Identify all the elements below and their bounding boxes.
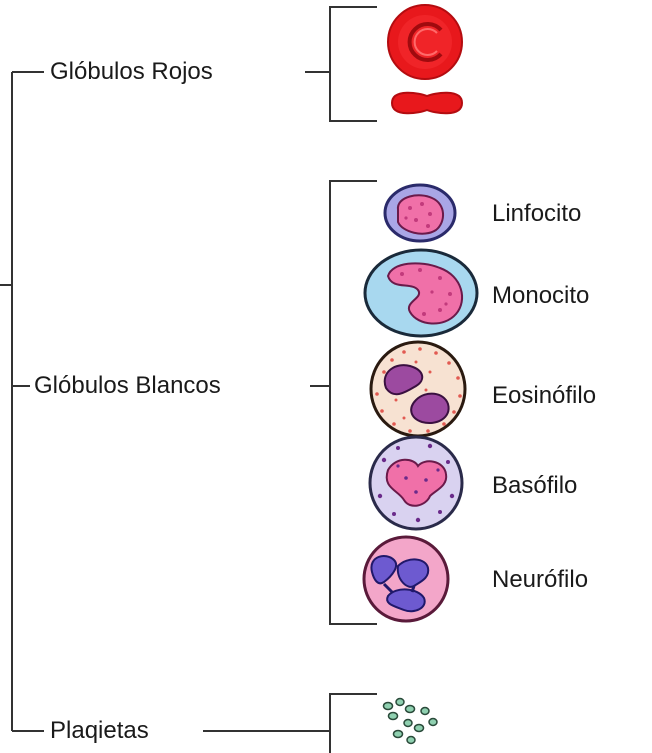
monocyte-cell-icon [365, 250, 477, 336]
white-cells-label: Glóbulos Blancos [30, 372, 225, 400]
platelets-label: Plaqietas [46, 717, 153, 745]
basophil-cell-icon [370, 437, 462, 529]
monocyte-label: Monocito [492, 282, 589, 310]
red-cells-label: Glóbulos Rojos [46, 58, 217, 86]
neutrophil-cell-icon [364, 537, 448, 621]
platelets-bracket [203, 694, 377, 753]
neutrophil-label: Neurófilo [492, 566, 588, 594]
platelets-icon [384, 699, 438, 744]
lymphocyte-cell-icon [385, 185, 455, 241]
basophil-label: Basófilo [492, 472, 577, 500]
tree-lines [0, 72, 44, 731]
red-cell-side-icon [392, 93, 462, 114]
eosinophil-cell-icon [371, 342, 465, 436]
white-cells-bracket [310, 181, 377, 624]
lymphocyte-label: Linfocito [492, 200, 581, 228]
eosinophil-label: Eosinófilo [492, 382, 596, 410]
red-cells-bracket [305, 7, 377, 121]
red-cell-disc-icon [388, 5, 462, 79]
